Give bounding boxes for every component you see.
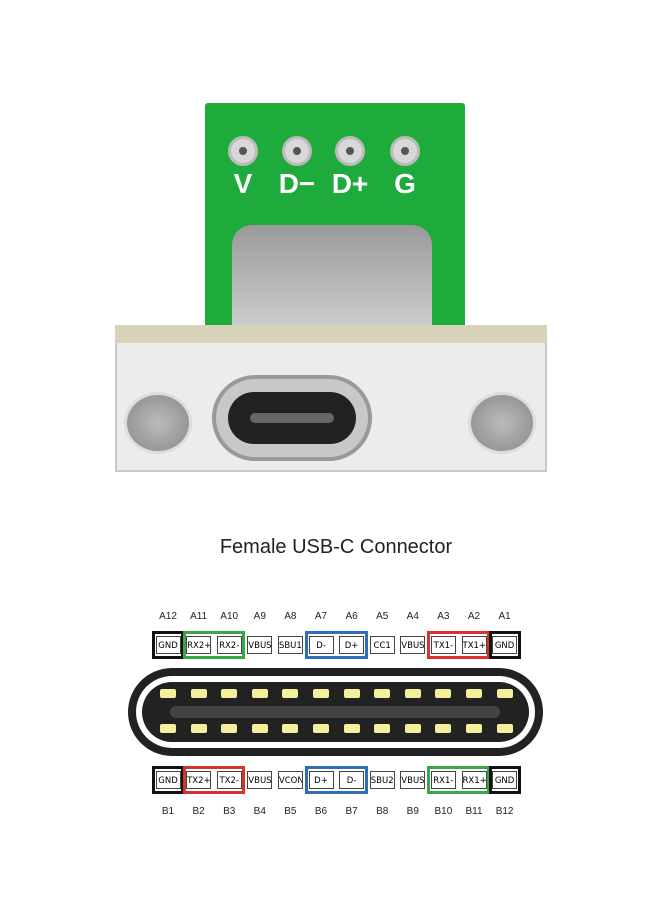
pin-contact [466,724,482,733]
solder-pad [390,136,420,166]
mounting-plate-edge [115,325,547,343]
pin-contact [404,724,421,733]
pin-signal: VBUS [400,771,426,789]
pin-signal: GND [492,636,518,654]
pin-contact [435,689,452,698]
pin-signal: RX2+ [186,636,212,654]
pin-contact [251,724,268,733]
pin-contact [282,724,299,733]
mounting-hole-right [468,392,536,454]
pin-signal: TX1- [430,636,456,654]
pin-number: B12 [495,806,514,817]
pin-contact [435,724,452,733]
connector-tongue [170,706,500,718]
ground-group [152,766,184,794]
mounting-hole-left [124,392,192,454]
pin-contact [282,689,299,698]
pin-signal: VBUS [247,636,273,654]
tx2-group [182,766,246,794]
pin-number: A5 [376,611,389,622]
pin-signal: VBUS [247,771,273,789]
pin-contact [190,689,207,698]
pin-contact [221,689,238,698]
pad-label: D+ [331,168,369,199]
pin-contact [343,689,360,698]
pin-contact [160,689,176,698]
pin-number: B9 [406,806,419,817]
pin-number: A8 [284,611,297,622]
pin-number: A7 [314,611,328,622]
pin-contact [374,689,391,698]
pin-contact [221,724,238,733]
pin-number: B6 [314,806,328,817]
pin-number: A3 [437,611,450,622]
pin-number: A11 [190,611,208,622]
pin-number: B1 [161,806,175,817]
pin-signal: GND [492,771,518,789]
rx1-group [427,766,490,794]
pin-number: B2 [192,806,205,817]
pin-signal: SBU2 [369,771,395,789]
pin-number: B11 [465,806,483,817]
pin-number: B3 [223,806,236,817]
rx2-group [182,631,246,659]
usb-c-metal-shell [232,225,432,335]
pad-label: D− [278,168,316,199]
tx1-group [427,631,490,659]
pin-signal: VBUS [400,636,426,654]
pin-number: A2 [467,611,481,622]
data-group [305,631,368,659]
pin-number: B7 [345,806,358,817]
pin-contact [313,689,329,698]
pin-signal: RX2- [216,636,242,654]
pin-contact [374,724,391,733]
solder-pad [228,136,258,166]
product-title: Female USB-C Connector [219,536,453,558]
pin-signal: GND [155,636,181,654]
pin-contact [404,689,421,698]
pin-contact [190,724,207,733]
ground-group [488,766,521,794]
pin-signal: RX1- [430,771,456,789]
usb-c-tongue [250,413,334,423]
pin-signal: D+ [339,636,365,654]
pad-label: G [394,168,416,199]
pin-contact [496,724,513,733]
pin-number: A6 [345,611,358,622]
pad-label: V [233,168,253,199]
pin-number: A12 [159,611,177,622]
pin-signal: D+ [308,771,334,789]
ground-group [152,631,184,659]
pin-number: B4 [253,806,266,817]
ground-group [488,631,521,659]
pin-signal: D- [308,636,334,654]
pin-contact [160,724,176,733]
solder-pad [282,136,312,166]
pin-number: B10 [434,806,453,817]
pin-signal: TX1+ [461,636,487,654]
pin-signal: VCONN [277,771,303,789]
pin-number: A9 [253,611,266,622]
pin-contact [496,689,513,698]
pin-number: A1 [498,611,511,622]
pin-signal: GND [155,771,181,789]
pin-signal: RX1+ [461,771,487,789]
pin-number: B5 [284,806,297,817]
pin-contact [313,724,329,733]
solder-pad [335,136,365,166]
pin-signal: TX2- [216,771,242,789]
pin-contact [343,724,360,733]
pin-number: B8 [376,806,389,817]
data-group [305,766,368,794]
pin-signal: CC1 [369,636,395,654]
pin-contact [466,689,482,698]
pin-number: A4 [406,611,419,622]
pin-contact [251,689,268,698]
pin-signal: D- [339,771,365,789]
pin-signal: SBU1 [277,636,303,654]
pin-number: A10 [220,611,239,622]
pin-signal: TX2+ [186,771,212,789]
